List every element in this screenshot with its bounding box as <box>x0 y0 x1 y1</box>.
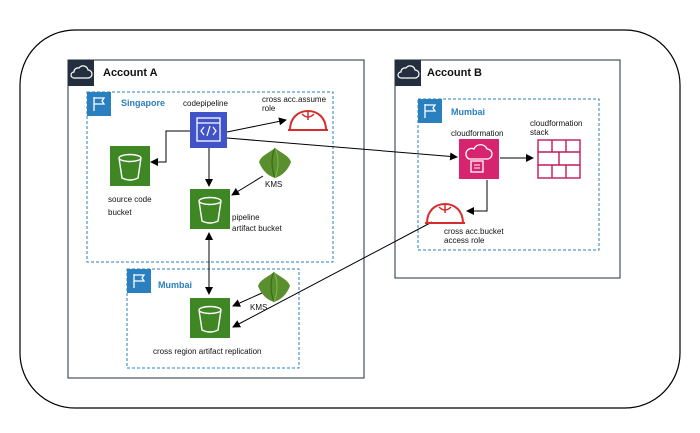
artifact-bucket-label-line2: artifact bucket <box>232 224 282 233</box>
arrow-kms-to-artifact-bucket <box>231 175 264 196</box>
kms-key-icon <box>259 147 291 179</box>
cloud-icon-shape <box>397 65 420 79</box>
s3-bucket-icon <box>190 189 230 229</box>
codepipeline-label: codepipeline <box>183 99 228 108</box>
region-flag-icon-shape <box>424 104 437 118</box>
source-bucket-label-line2: bucket <box>108 208 132 217</box>
cloud-icon-shape <box>70 65 93 79</box>
iam-role-icon <box>288 109 328 131</box>
region-mumbai-a-border <box>126 268 300 369</box>
source-bucket-label-line1: source code <box>108 195 152 204</box>
region-singapore-title: Singapore <box>121 98 166 108</box>
arrow-codepipeline-to-cloudformation <box>226 137 458 161</box>
region-mumbai-b-title: Mumbai <box>451 107 486 117</box>
bucket-role-label-line2: access role <box>444 236 485 245</box>
region-mumbai-b <box>417 98 600 251</box>
iam-role-icon <box>425 202 465 224</box>
replica-bucket-label: cross region artifact replication <box>153 347 262 356</box>
arrow-codepipeline-to-assume-role <box>226 117 287 133</box>
account-b-title: Account B <box>427 67 482 79</box>
connectors <box>150 117 534 328</box>
bucket-role-label-line1: cross acc.bucket <box>444 227 504 236</box>
region-flag-icon-shape <box>93 97 106 111</box>
arrow-bucket-role-to-replica-bucket <box>232 221 433 328</box>
region-mumbai-a-title: Mumbai <box>158 280 193 290</box>
kms-key-icon <box>258 271 290 303</box>
region-flag-icon-shape <box>133 274 146 288</box>
artifact-bucket-label-line1: pipeline <box>232 213 260 222</box>
kms-singapore-label: KMS <box>265 180 283 189</box>
account-a-group <box>67 59 365 379</box>
region-mumbai-b-border <box>417 98 600 251</box>
codepipeline-icon <box>190 112 227 148</box>
account-a-title: Account A <box>103 67 158 79</box>
account-b-border <box>394 59 621 279</box>
assume-role-label-line1: cross acc.assume <box>262 95 327 104</box>
cloudformation-label: cloudformation <box>451 129 504 138</box>
stack-icon <box>537 139 581 179</box>
outer-boundary <box>19 29 681 409</box>
arrow-codepipeline-to-source-bucket <box>150 130 190 166</box>
arrow-cloudformation-to-bucket-role <box>466 180 488 215</box>
account-a-border <box>67 59 365 379</box>
stack-label-line1: cloudformation <box>530 119 583 128</box>
account-b-group <box>394 59 621 279</box>
s3-bucket-icon <box>190 298 230 338</box>
kms-mumbai-label: KMS <box>250 303 268 312</box>
arrow-kms-to-replica-bucket <box>232 292 263 307</box>
region-singapore-border <box>86 91 334 263</box>
cloudformation-icon <box>459 139 499 179</box>
stack-label-line2: stack <box>530 128 549 137</box>
region-mumbai-a <box>126 268 300 369</box>
s3-bucket-icon <box>110 146 150 186</box>
region-singapore <box>86 91 334 263</box>
assume-role-label-line2: role <box>262 104 276 113</box>
